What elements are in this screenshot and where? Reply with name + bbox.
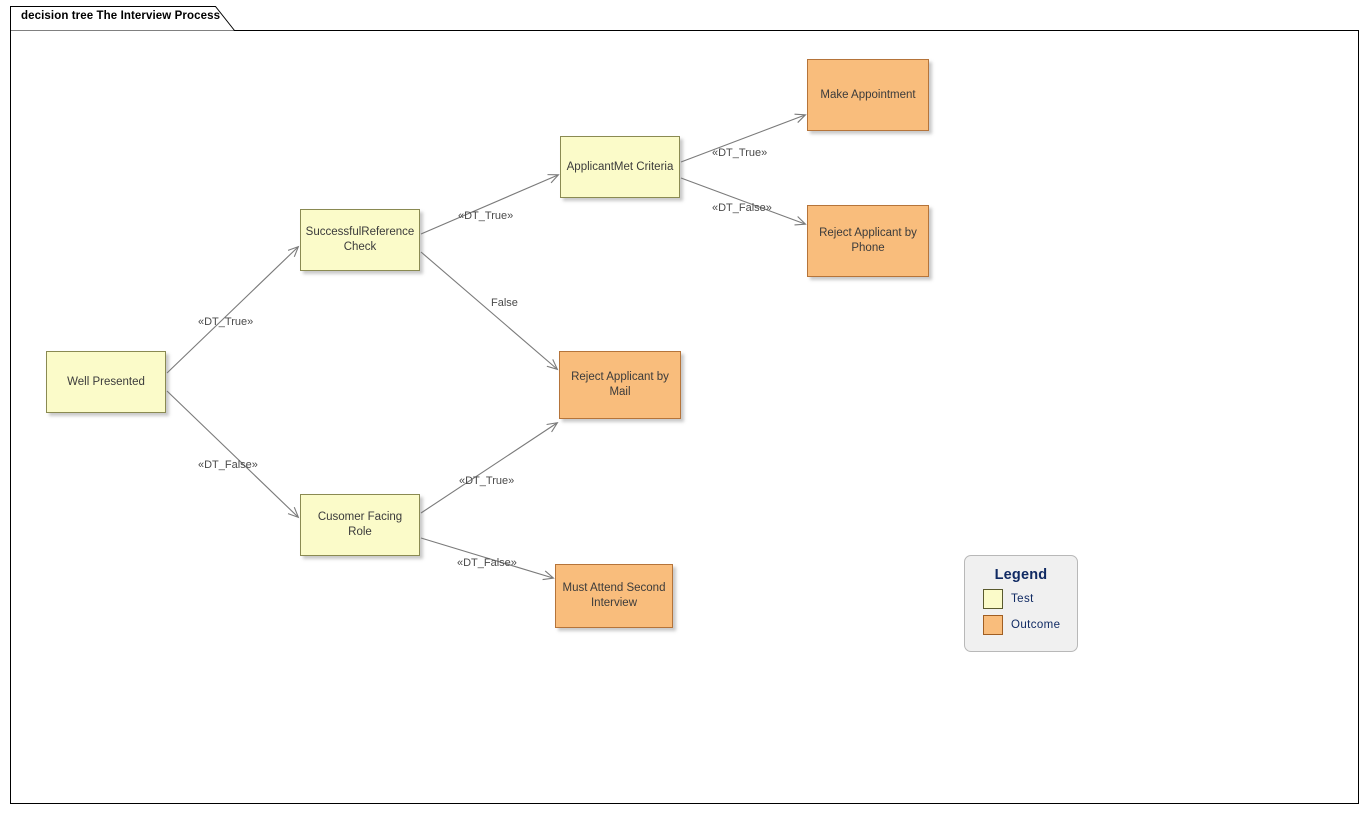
node-label: Reject Applicant by Phone bbox=[819, 227, 917, 254]
legend-item-outcome: Outcome bbox=[983, 615, 1077, 635]
legend-item-test: Test bbox=[983, 589, 1077, 609]
legend-label-test: Test bbox=[1011, 593, 1034, 605]
node-cusomer-facing-role[interactable]: Cusomer Facing Role bbox=[300, 494, 420, 556]
legend-swatch-outcome bbox=[983, 615, 1003, 635]
node-label: Reject Applicant by Mail bbox=[571, 371, 669, 398]
node-label: Cusomer Facing Role bbox=[317, 511, 403, 538]
legend-swatch-test bbox=[983, 589, 1003, 609]
edge-label-well-presented-false: «DT_False» bbox=[198, 459, 258, 471]
edge-label-cusomer-facing-role-true: «DT_True» bbox=[459, 475, 515, 487]
node-label: Well Presented bbox=[67, 375, 145, 388]
edge-label-successful-reference-false: False bbox=[491, 297, 518, 309]
edge-label-applicant-met-criteria-false: «DT_False» bbox=[712, 202, 772, 214]
node-applicant-met-criteria[interactable]: ApplicantMet Criteria bbox=[560, 136, 680, 198]
node-label: SuccessfulReference Check bbox=[305, 226, 415, 253]
node-must-attend-second-interview[interactable]: Must Attend Second Interview bbox=[555, 564, 673, 628]
node-label: Make Appointment bbox=[820, 88, 916, 101]
edge-label-successful-reference-true: «DT_True» bbox=[458, 210, 514, 222]
edge-label-applicant-met-criteria-true: «DT_True» bbox=[712, 147, 768, 159]
node-reject-applicant-by-phone[interactable]: Reject Applicant by Phone bbox=[807, 205, 929, 277]
diagram-title-label: decision tree The Interview Process bbox=[21, 10, 221, 22]
legend-label-outcome: Outcome bbox=[1011, 619, 1061, 631]
node-successful-reference-check[interactable]: SuccessfulReference Check bbox=[300, 209, 420, 271]
node-reject-applicant-by-mail[interactable]: Reject Applicant by Mail bbox=[559, 351, 681, 419]
node-well-presented[interactable]: Well Presented bbox=[46, 351, 166, 413]
edge-label-well-presented-true: «DT_True» bbox=[198, 316, 254, 328]
diagram-title-tab[interactable]: decision tree The Interview Process bbox=[10, 6, 235, 31]
tab-shape-icon bbox=[10, 6, 235, 31]
node-label: Must Attend Second Interview bbox=[562, 582, 666, 609]
legend-title: Legend bbox=[994, 567, 1048, 583]
legend-panel: Legend Test Outcome bbox=[964, 555, 1078, 652]
node-make-appointment[interactable]: Make Appointment bbox=[807, 59, 929, 131]
canvas-border bbox=[10, 30, 1359, 804]
edge-label-cusomer-facing-role-false: «DT_False» bbox=[457, 557, 517, 569]
node-label: ApplicantMet Criteria bbox=[566, 160, 674, 173]
